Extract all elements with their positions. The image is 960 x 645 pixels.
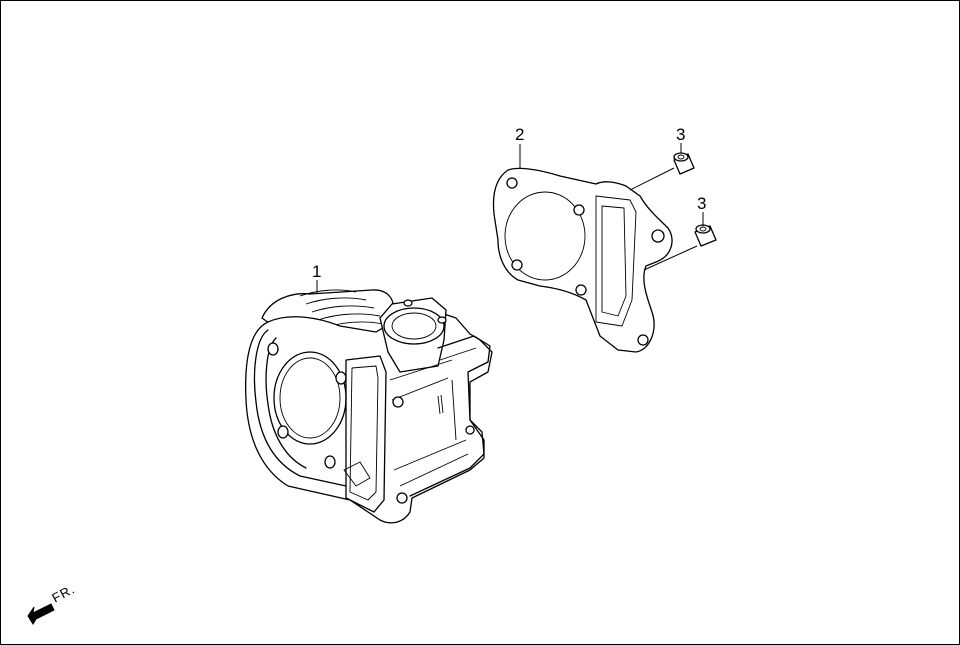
front-direction-indicator: FR.	[27, 581, 78, 625]
leader-lines	[316, 143, 704, 294]
arrow-icon	[27, 603, 55, 625]
callout-1: 1	[312, 262, 321, 281]
cylinder-gasket-part	[492, 167, 673, 353]
callout-3-lower: 3	[697, 194, 706, 213]
callout-3-upper: 3	[676, 125, 685, 144]
front-direction-label: FR.	[49, 581, 77, 605]
callout-2: 2	[515, 125, 524, 144]
dowel-pin-lower	[694, 224, 717, 247]
cylinder-part	[244, 289, 493, 524]
dowel-pin-upper	[673, 152, 695, 175]
